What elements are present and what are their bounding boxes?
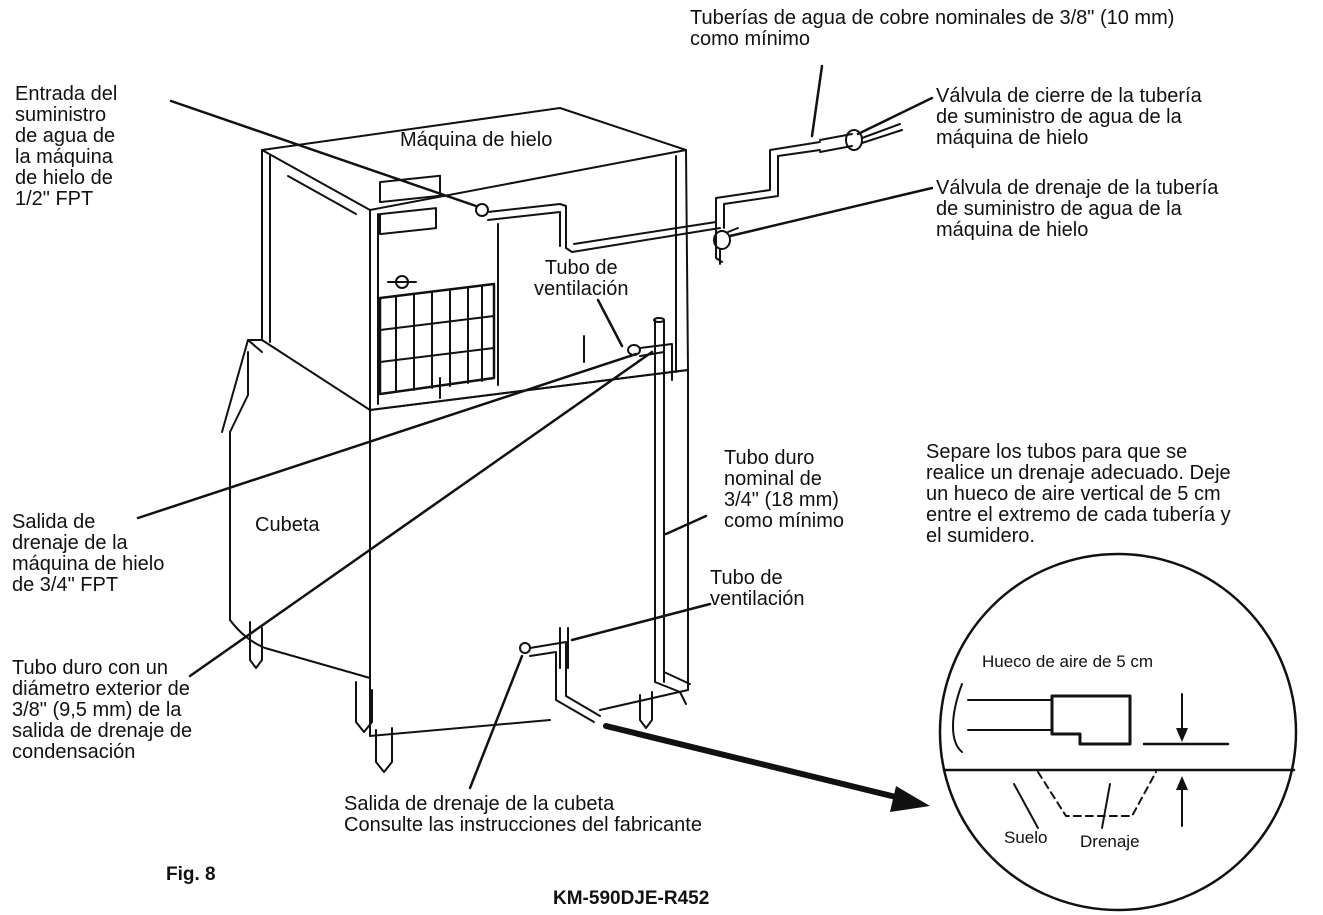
label-bin: Cubeta <box>255 514 320 536</box>
label-line: suministro <box>15 104 107 126</box>
label-line: como mínimo <box>724 510 845 532</box>
label-line: la máquina <box>15 146 113 168</box>
label-line: realice un drenaje adecuado. Deje <box>926 462 1231 484</box>
label-ice-machine: Máquina de hielo <box>400 129 553 151</box>
label-vent-tube-top: Tubo de ventilación <box>534 258 629 300</box>
label-line: Tubo de <box>544 257 618 279</box>
label-line: Válvula de drenaje de la tubería <box>936 177 1219 199</box>
label-line: Tubo duro <box>724 447 815 469</box>
label-line: como mínimo <box>690 28 811 50</box>
label-line: drenaje de la <box>12 532 128 554</box>
label-line: ventilación <box>534 278 629 300</box>
label-bin-drain: Salida de drenaje de la cubeta Consulte … <box>344 794 702 836</box>
air-gap-detail <box>938 552 1298 912</box>
label-line: Tubo duro con un <box>12 657 169 679</box>
label-line: ventilación <box>710 588 805 610</box>
label-line: condensación <box>12 741 136 763</box>
label-copper-lines: Tuberías de agua de cobre nominales de 3… <box>690 8 1174 50</box>
label-line: de suministro de agua de la <box>936 106 1182 128</box>
label-vent-tube-bottom: Tubo de ventilación <box>710 568 805 610</box>
label-separation-note: Separe los tubos para que se realice un … <box>926 442 1231 547</box>
label-condensation-tube: Tubo duro con un diámetro exterior de 3/… <box>12 658 192 763</box>
label-line: máquina de hielo <box>936 127 1089 149</box>
label-line: diámetro exterior de <box>12 678 190 700</box>
label-line: de 3/4" FPT <box>12 574 119 596</box>
label-line: máquina de hielo <box>936 219 1089 241</box>
label-line: Separe los tubos para que se <box>926 441 1188 463</box>
label-air-gap: Hueco de aire de 5 cm <box>982 652 1154 671</box>
label-floor: Suelo <box>1004 828 1048 847</box>
louver-grille <box>378 282 496 396</box>
label-line: Tuberías de agua de cobre nominales de 3… <box>690 7 1175 29</box>
label-line: de suministro de agua de la <box>936 198 1182 220</box>
label-line: Consulte las instrucciones del fabricant… <box>344 814 702 836</box>
water-supply-piping <box>487 123 903 265</box>
label-line: 3/4" (18 mm) <box>724 489 839 511</box>
label-line: nominal de <box>724 468 822 490</box>
label-line: máquina de hielo <box>12 553 165 575</box>
model-number: KM-590DJE-R452 <box>553 888 710 909</box>
figure-number: Fig. 8 <box>166 864 216 885</box>
label-line: Tubo de <box>710 567 783 589</box>
label-line: el sumidero. <box>926 525 1035 547</box>
label-line: un hueco de aire vertical de 5 cm <box>926 483 1221 505</box>
label-water-inlet: Entrada del suministro de agua de la máq… <box>15 84 117 210</box>
label-drain: Drenaje <box>1080 832 1140 851</box>
label-line: de agua de <box>15 125 116 147</box>
label-line: 1/2" FPT <box>15 188 94 210</box>
label-line: entre el extremo de cada tubería y <box>926 504 1231 526</box>
label-line: de hielo de <box>15 167 113 189</box>
label-hard-tube-34: Tubo duro nominal de 3/4" (18 mm) como m… <box>724 448 844 532</box>
drain-piping <box>519 317 691 723</box>
label-line: salida de drenaje de <box>12 720 193 742</box>
label-shutoff-valve: Válvula de cierre de la tubería de sumin… <box>936 86 1202 149</box>
leader-lines <box>136 64 934 812</box>
label-line: Salida de drenaje de la cubeta <box>344 793 615 815</box>
label-line: Válvula de cierre de la tubería <box>936 85 1202 107</box>
label-ice-drain-outlet: Salida de drenaje de la máquina de hielo… <box>12 512 164 596</box>
label-line: 3/8" (9,5 mm) de la <box>12 699 182 721</box>
ice-machine-body <box>261 107 689 411</box>
label-drain-valve: Válvula de drenaje de la tubería de sumi… <box>936 178 1218 241</box>
label-line: Salida de <box>12 511 96 533</box>
bin-cabinet <box>221 339 689 773</box>
label-line: Entrada del <box>15 83 118 105</box>
